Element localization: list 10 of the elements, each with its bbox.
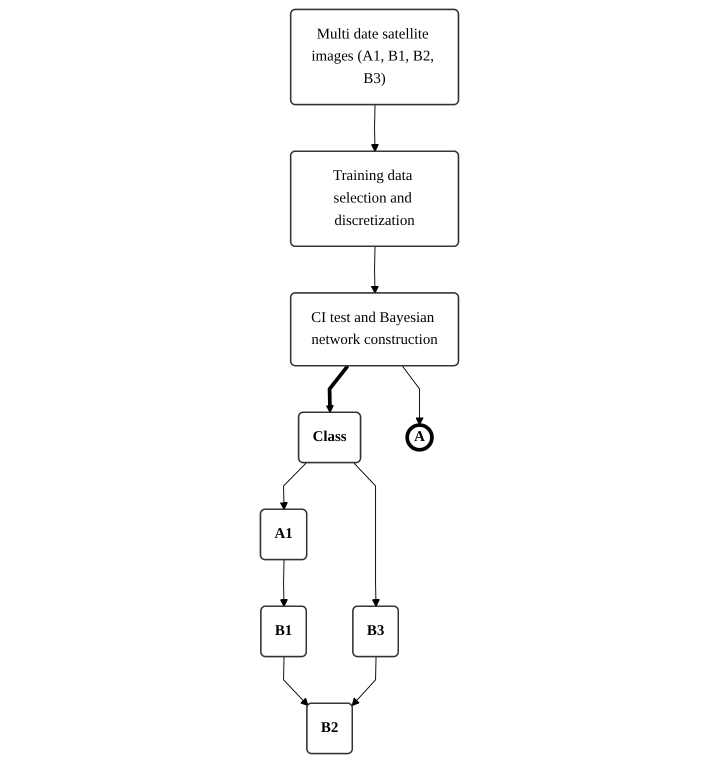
arrow xyxy=(280,462,307,510)
arrow xyxy=(370,104,380,152)
arrow xyxy=(370,246,380,294)
arrow xyxy=(353,462,380,608)
node-circle: A xyxy=(405,423,434,452)
arrow xyxy=(280,560,288,608)
arrow xyxy=(283,656,309,706)
arrow xyxy=(326,364,350,414)
arrow xyxy=(352,656,377,706)
arrow xyxy=(402,366,424,426)
